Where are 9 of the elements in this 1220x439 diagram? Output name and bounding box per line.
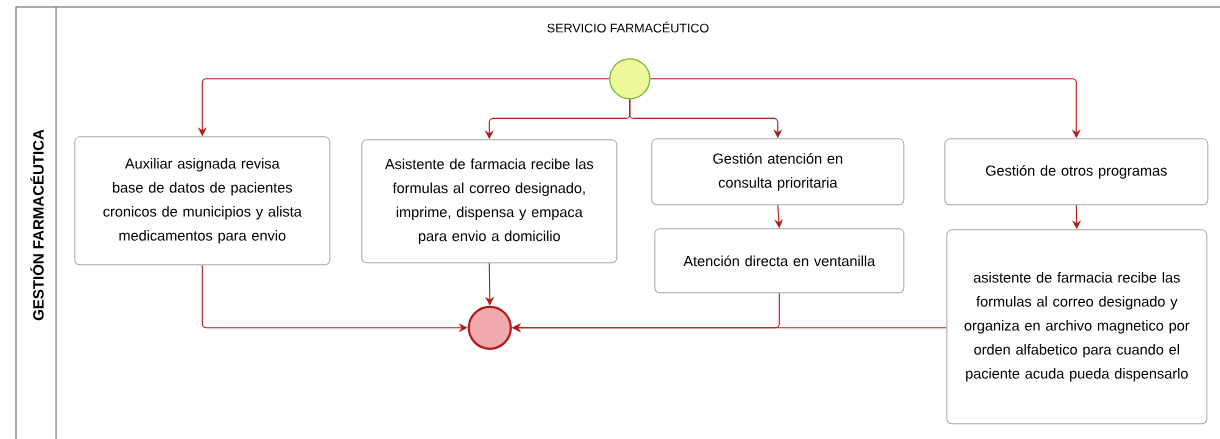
start-event-circle [609,58,651,100]
process-box: Atención directa en ventanilla [654,228,905,294]
end-event-circle [467,305,512,350]
process-box: Asistente de farmacia recibe las formulas al correo designado, imprime, dispensa y empaca para envio a domicilio [361,139,618,264]
title: SERVICIO FARMACÉUTICO [547,21,709,33]
process-box: Gestión de otros programas [944,138,1209,206]
process-box: asistente de farmacia recibe las formulas al correo designado y organiza en archivo magnetico por orden alfabetico para cuando el paciente acuda pueda dispensarlo [946,229,1208,425]
process-box: Gestión atención en consulta prioritaria [651,138,905,206]
process-box: Auxiliar asignada revisa base de datos de pacientes cronicos de municipios y alista medicamentos para envio [74,136,331,266]
